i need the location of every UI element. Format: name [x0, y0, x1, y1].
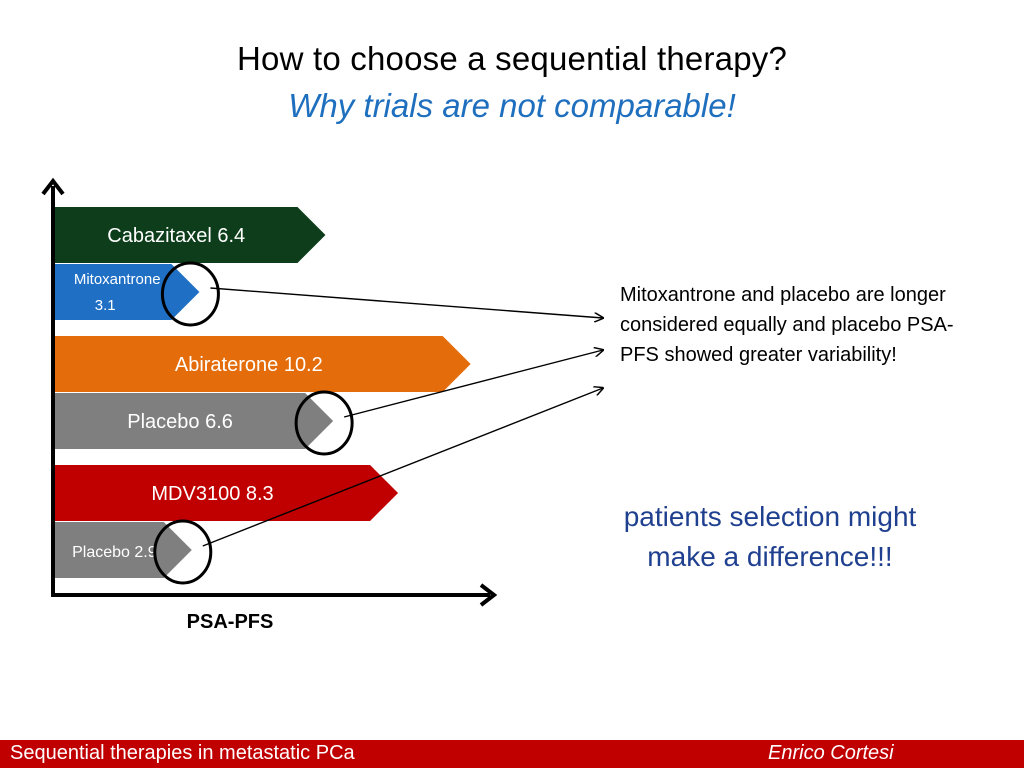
highlight-circle-1 — [160, 261, 220, 327]
connector-arrow-2 — [202, 388, 603, 547]
bar-label-3: Placebo 6.6 — [127, 411, 233, 433]
x-axis-label: PSA-PFS — [186, 611, 274, 633]
bar-2 — [55, 336, 471, 392]
connector-arrow-1 — [343, 350, 603, 418]
emphasis-text: patients selection might make a differen… — [590, 497, 950, 577]
bar-label-0: Cabazitaxel 6.4 — [107, 225, 245, 247]
highlight-circle-5 — [153, 519, 213, 585]
x-axis-arrowhead — [479, 583, 498, 607]
connector-arrow-0 — [210, 287, 603, 318]
bar-label-5: Placebo 2.9 — [72, 544, 157, 561]
emphasis-line-2: make a difference!!! — [647, 541, 893, 572]
annotation-note: Mitoxantrone and placebo are longer cons… — [620, 284, 954, 366]
y-axis-arrowhead — [41, 177, 65, 196]
footer-title: Sequential therapies in metastatic PCa — [10, 742, 355, 764]
footer-author: Enrico Cortesi — [768, 742, 894, 764]
bar-0 — [55, 207, 326, 263]
slide-title: How to choose a sequential therapy? — [236, 40, 788, 77]
highlight-circle-3 — [294, 390, 354, 456]
emphasis-line-1: patients selection might — [623, 501, 917, 532]
bar-label-2: Abiraterone 10.2 — [175, 354, 323, 376]
bar-label-4: MDV3100 8.3 — [151, 483, 273, 505]
bar-label-1: Mitoxantrone — [74, 271, 161, 288]
footer-bar: Sequential therapies in metastatic PCa E… — [0, 740, 1024, 768]
bar-4 — [55, 465, 399, 521]
slide-subtitle: Why trials are not comparable! — [288, 87, 736, 124]
bar-3 — [55, 393, 334, 449]
bar-value-1: 3.1 — [95, 297, 116, 314]
